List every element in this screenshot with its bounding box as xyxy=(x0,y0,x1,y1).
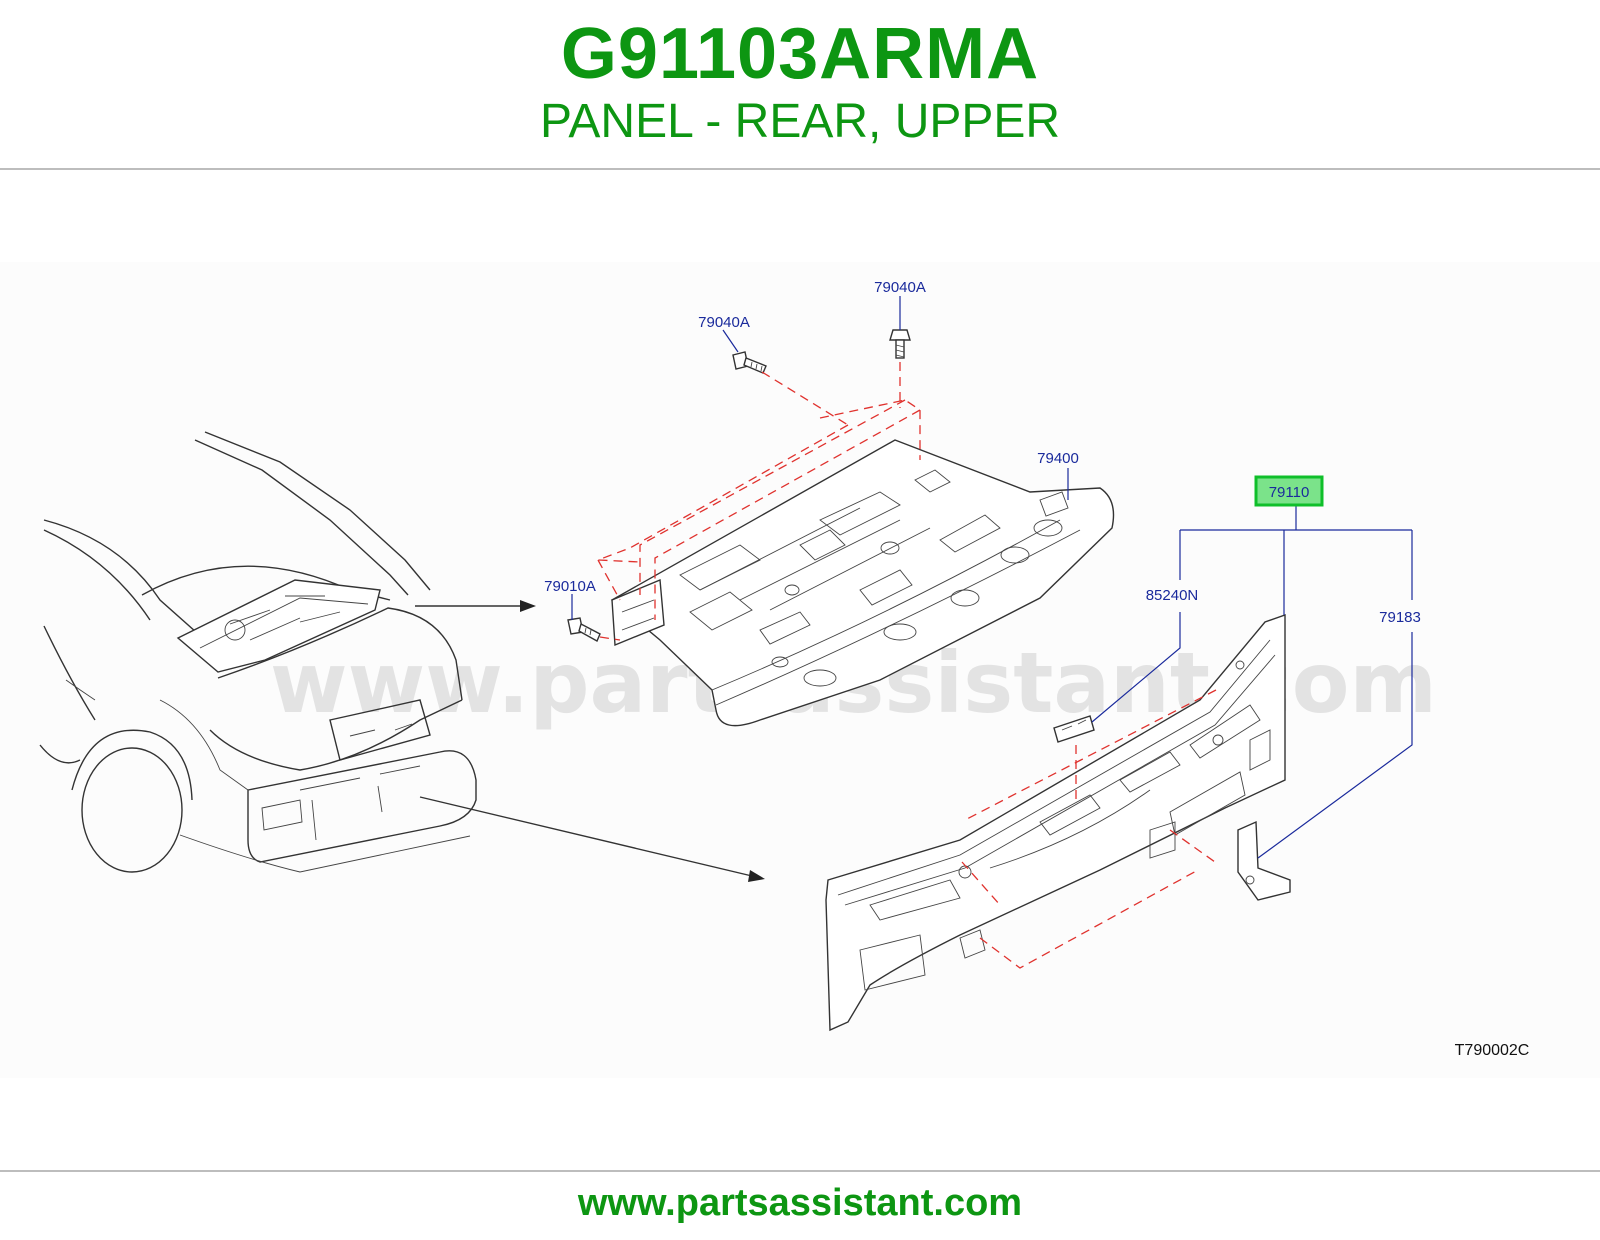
bottom-divider xyxy=(0,1170,1600,1172)
bracket-79183 xyxy=(1237,820,1291,901)
callout-79010A[interactable]: 79010A xyxy=(544,578,596,595)
callout-79040A-top[interactable]: 79040A xyxy=(874,279,926,296)
callout-leader-lines xyxy=(571,296,1413,859)
part-title: PANEL - REAR, UPPER xyxy=(539,95,1061,148)
callout-79400[interactable]: 79400 xyxy=(1037,450,1079,467)
highlight-box xyxy=(1254,475,1324,507)
bolt-side-icon xyxy=(567,617,601,642)
reference-arrows xyxy=(415,600,765,882)
callout-79110[interactable]: 79110 xyxy=(1269,484,1310,501)
rear-panel-79110 xyxy=(825,614,1286,1032)
bolt-top-icon xyxy=(889,329,911,359)
header: G91103ARMA PANEL - REAR, UPPER xyxy=(0,0,1600,168)
callout-79183[interactable]: 79183 xyxy=(1379,609,1421,626)
exploded-view-drawing: www.partsassistant.com xyxy=(39,279,1530,1059)
parts-diagram: www.partsassistant.com xyxy=(0,262,1600,1078)
highlighted-part-callout[interactable]: 79110 xyxy=(1254,475,1324,507)
parcel-shelf-79400 xyxy=(610,439,1115,727)
bracket-85240N xyxy=(1053,715,1095,743)
drawing-reference-code: T790002C xyxy=(1455,1042,1530,1059)
vehicle-outline xyxy=(39,431,477,873)
footer-website-link[interactable]: www.partsassistant.com xyxy=(577,1182,1023,1224)
callout-85240N[interactable]: 85240N xyxy=(1146,587,1199,604)
part-number: G91103ARMA xyxy=(560,14,1040,94)
arrow-head-icon xyxy=(748,870,765,882)
callout-79040A-left[interactable]: 79040A xyxy=(698,314,750,331)
assembly-guide-lines xyxy=(597,362,1217,969)
arrow-head-icon xyxy=(520,600,536,612)
bolt-left-icon xyxy=(732,351,767,374)
top-divider xyxy=(0,168,1600,170)
